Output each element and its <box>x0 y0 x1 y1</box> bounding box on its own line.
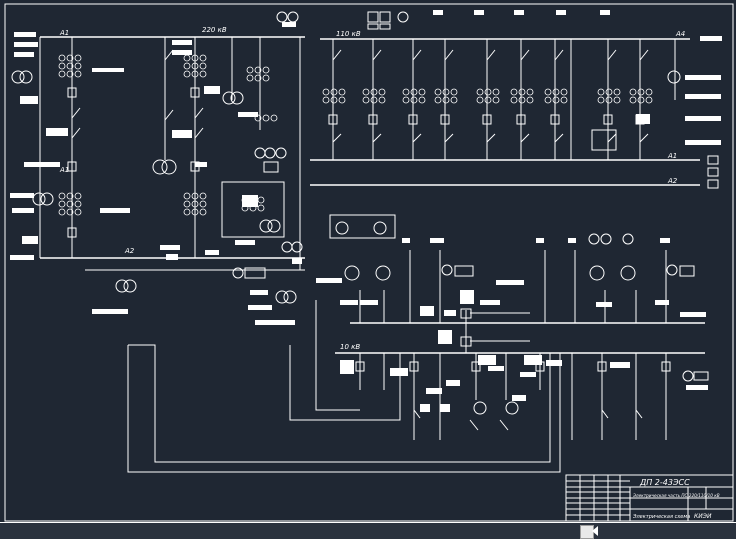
title-block <box>565 474 734 522</box>
interconnect-wiring <box>127 129 617 473</box>
bus-label-10kv: 10 кВ <box>340 343 360 351</box>
bus-label-a1: А1 <box>59 29 69 37</box>
feeders-220kv <box>67 37 261 258</box>
scroll-left-arrow-icon[interactable] <box>592 526 598 536</box>
bus-label-a2: А2 <box>124 247 135 255</box>
bus-label-a2-right: А2 <box>667 177 678 185</box>
drawing-code: ДП 2-43ЭСС <box>639 478 690 487</box>
horizontal-scrollbar[interactable] <box>0 522 736 539</box>
bus-label-a1-right: А1 <box>667 152 677 160</box>
feeders-110kv <box>328 39 676 160</box>
bus-label-a1-lower: А1 <box>59 166 69 174</box>
relay-indicator-icons <box>232 11 719 382</box>
drawing-subtitle: Электрическая часть ПС 220/110/10 кВ <box>632 493 720 498</box>
drawing-frame <box>4 3 734 522</box>
current-transformer-clusters <box>58 54 653 216</box>
equipment-tag-boxes <box>10 10 722 412</box>
power-transformers <box>11 70 681 415</box>
organization: КИЭИ <box>694 513 712 520</box>
main-buses <box>39 36 705 354</box>
bus-label-110kv: 110 кВ <box>336 30 361 38</box>
bus-label-220kv: 220 кВ <box>202 26 227 34</box>
sheet-title: Электрическая схема <box>632 514 690 520</box>
bus-label-a4: А4 <box>675 30 685 38</box>
feeders-10kv <box>355 250 671 440</box>
